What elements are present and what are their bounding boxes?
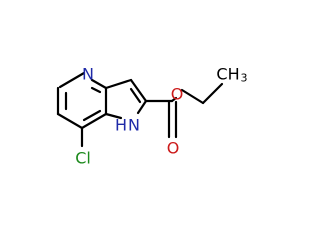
methyl-label: CH 3 bbox=[216, 65, 247, 85]
molecule-structure: N H N Cl O O CH 3 bbox=[56, 65, 248, 168]
pyrrole-hydrogen-label: H bbox=[115, 116, 127, 135]
bond-c3-c2-inner bbox=[129, 87, 142, 104]
pyrrole-ring bbox=[104, 78, 148, 120]
ethyl-ester bbox=[144, 82, 224, 139]
methyl-ch-label: CH bbox=[216, 65, 239, 84]
bond-carbonyl-ester-o bbox=[170, 96, 178, 103]
methyl-subscript-label: 3 bbox=[241, 72, 248, 85]
bond-ester-o-ch2 bbox=[180, 88, 205, 105]
bond-c2-n1 bbox=[136, 99, 148, 115]
bond-n4-c5 bbox=[58, 71, 86, 89]
bond-ch2-ch3 bbox=[201, 82, 224, 105]
pyrrole-nitrogen-label: N bbox=[128, 116, 140, 135]
bond-c3-c2 bbox=[129, 78, 148, 103]
bond-c7-c7a-inner bbox=[82, 109, 102, 122]
pyridine-ring bbox=[56, 71, 108, 130]
ester-oxygen-label: O bbox=[171, 85, 184, 104]
bond-c6-c7 bbox=[56, 112, 84, 130]
bond-c3a-c3 bbox=[104, 78, 133, 90]
bond-c3a-n4-inner bbox=[90, 86, 102, 94]
bond-c3a-n4 bbox=[90, 78, 108, 90]
bond-n1-c7a bbox=[104, 112, 123, 120]
pyridine-nitrogen-label: N bbox=[82, 65, 94, 84]
carbonyl-oxygen-label: O bbox=[167, 139, 180, 158]
bond-c7-c7a bbox=[80, 112, 108, 130]
chlorine-label: Cl bbox=[75, 149, 91, 168]
